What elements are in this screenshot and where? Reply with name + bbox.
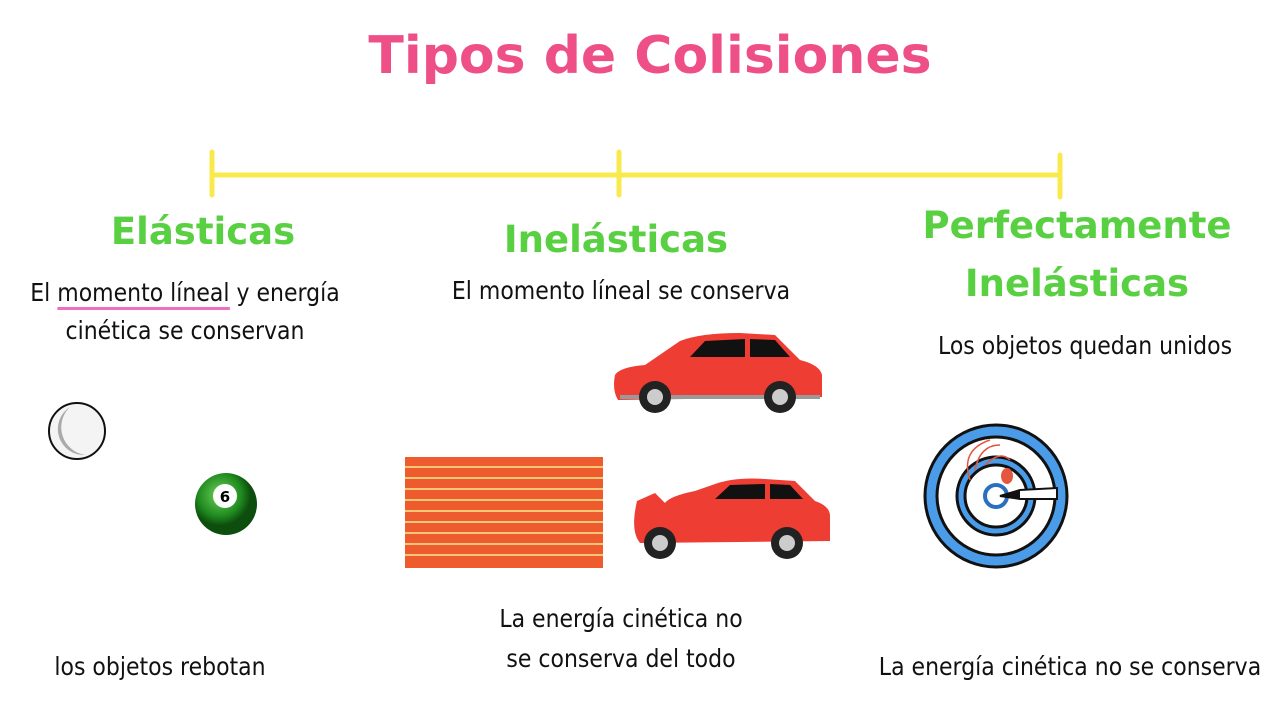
car-icon: [614, 333, 822, 413]
desc-text: y energía: [229, 278, 340, 307]
heading-inelasticas: Inelásticas: [503, 218, 729, 261]
footer-perfectamente: La energía cinética no se conserva: [878, 652, 1262, 681]
ball-number: 6: [220, 488, 230, 506]
footer-inelasticas-line1: La energía cinética no: [499, 604, 743, 633]
crashed-car-icon: [634, 478, 830, 559]
desc-elasticas: El momento líneal y energía: [9, 274, 361, 312]
underlined-term: momento líneal: [57, 278, 230, 310]
dart-icon: [999, 486, 1058, 500]
desc-perfectamente: Los objetos quedan unidos: [937, 331, 1233, 360]
heading-perfectamente: Perfectamente: [922, 204, 1232, 247]
car-crash-illustration: [405, 333, 830, 568]
footer-elasticas: los objetos rebotan: [54, 652, 266, 681]
desc-elasticas-line2: cinética se conservan: [65, 316, 305, 345]
dart-target-icon: [923, 423, 1069, 569]
heading-elasticas: Elásticas: [110, 210, 296, 253]
desc-text: El: [30, 278, 58, 307]
page-title: Tipos de Colisiones: [368, 26, 932, 86]
brick-wall-icon: [405, 457, 603, 568]
desc-inelasticas: El momento líneal se conserva: [451, 276, 791, 305]
cue-ball-icon: [48, 402, 106, 460]
heading-perfectamente-inelasticas: Inelásticas: [964, 262, 1190, 305]
footer-inelasticas-line2: se conserva del todo: [506, 644, 736, 673]
billiard-balls-icon: 6: [48, 402, 257, 535]
